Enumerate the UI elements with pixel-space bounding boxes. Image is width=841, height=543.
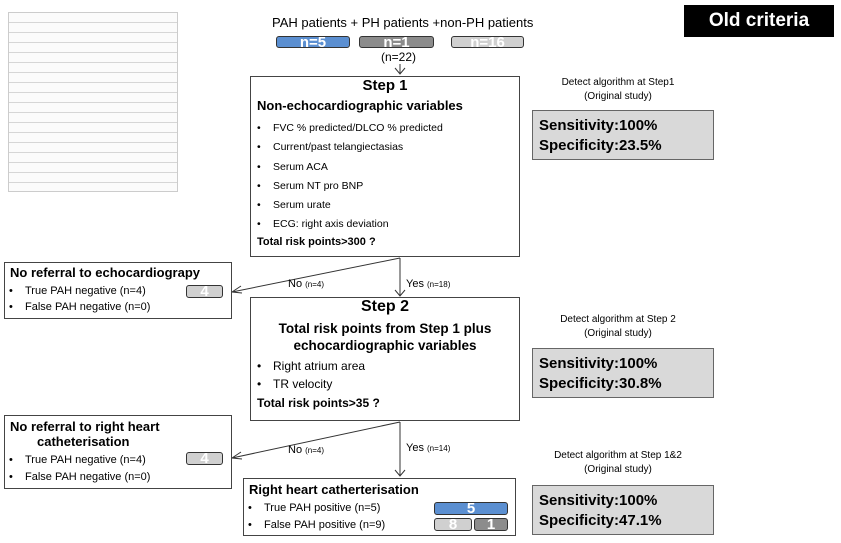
no-echo-box: No referral to echocardiograpy True PAH … <box>4 262 232 319</box>
arrow-step2-yes <box>394 422 406 477</box>
step2-title: Step 2 <box>360 298 409 315</box>
rhc-fp-count-bar-b: 1 <box>474 518 508 531</box>
list-item: Right atrium area <box>255 357 365 375</box>
list-item: False PAH positive (n=9) <box>246 517 385 534</box>
list-item: FVC % predicted/DLCO % predicted <box>255 119 443 139</box>
detect-step2-label: Detect algorithm at Step 2 (Original stu… <box>560 314 676 339</box>
header-title: PAH patients + PH patients +non-PH patie… <box>272 15 534 30</box>
no-rhc-title-1: No referral to right heart <box>10 419 160 434</box>
step2-threshold: Total risk points>35 ? <box>257 396 380 410</box>
list-item: Serum ACA <box>255 158 443 178</box>
arrow-step2-no <box>230 421 401 460</box>
detect-step12-label: Detect algorithm at Step 1&2 (Original s… <box>554 450 682 475</box>
list-item: Serum urate <box>255 196 443 216</box>
detect-step1-label: Detect algorithm at Step1 (Original stud… <box>561 77 675 102</box>
rhc-box: Right heart catherterisation True PAH po… <box>243 478 516 536</box>
total-count: (n=22) <box>381 50 417 64</box>
specificity-value: Specificity:30.8% <box>539 375 662 392</box>
ph-count-bar: n=1 <box>359 36 434 48</box>
list-item: Current/past telangiectasias <box>255 138 443 158</box>
no-rhc-box: No referral to right heart catheterisati… <box>4 415 232 489</box>
arrow-step1-no <box>230 257 401 294</box>
old-criteria-badge: Old criteria <box>684 5 834 37</box>
step1-no-label: No (n=4) <box>288 278 325 290</box>
no-rhc-count-bar: 4 <box>186 452 223 465</box>
list-item: Serum NT pro BNP <box>255 177 443 197</box>
rhc-tp-count-bar: 5 <box>434 502 508 515</box>
step1-box: Step 1 Non-echocardiographic variables F… <box>250 76 520 257</box>
arrow-step1-yes <box>394 258 406 297</box>
detect-step12-panel: Sensitivity:100% Specificity:47.1% <box>532 485 714 535</box>
list-item: False PAH negative (n=0) <box>7 299 150 315</box>
no-echo-title: No referral to echocardiograpy <box>10 265 200 280</box>
list-item: True PAH positive (n=5) <box>246 500 385 517</box>
step1-variable-list: FVC % predicted/DLCO % predicted Current… <box>255 119 443 235</box>
specificity-value: Specificity:47.1% <box>539 512 662 529</box>
sensitivity-value: Sensitivity:100% <box>539 117 658 134</box>
step2-yes-label: Yes (n=14) <box>406 442 451 454</box>
nonph-count-bar: n=16 <box>451 36 524 48</box>
step2-no-label: No (n=4) <box>288 444 325 456</box>
step2-subtitle-1: Total risk points from Step 1 plus <box>278 321 492 336</box>
step1-yes-label: Yes (n=18) <box>406 278 451 290</box>
rhc-title: Right heart catherterisation <box>249 482 419 497</box>
detect-step1-panel: Sensitivity:100% Specificity:23.5% <box>532 110 714 160</box>
step1-subtitle: Non-echocardiographic variables <box>257 98 463 113</box>
list-item: True PAH negative (n=4) <box>7 283 150 299</box>
list-item: True PAH negative (n=4) <box>7 452 150 469</box>
detect-step2-panel: Sensitivity:100% Specificity:30.8% <box>532 348 714 398</box>
sensitivity-value: Sensitivity:100% <box>539 492 658 509</box>
arrow-to-step1 <box>394 64 406 75</box>
list-item: False PAH negative (n=0) <box>7 469 150 486</box>
list-item: TR velocity <box>255 375 365 393</box>
sensitivity-value: Sensitivity:100% <box>539 355 658 372</box>
step2-variable-list: Right atrium area TR velocity <box>255 357 365 393</box>
no-echo-list: True PAH negative (n=4) False PAH negati… <box>7 283 150 315</box>
no-rhc-title-2: catheterisation <box>37 434 130 449</box>
list-item: ECG: right axis deviation <box>255 215 443 235</box>
step1-threshold: Total risk points>300 ? <box>257 236 376 248</box>
step1-title: Step 1 <box>362 77 408 94</box>
step2-box: Step 2 Total risk points from Step 1 plu… <box>250 297 520 421</box>
nomogram-thumbnail <box>8 12 178 192</box>
rhc-list: True PAH positive (n=5) False PAH positi… <box>246 500 385 534</box>
rhc-fp-count-bar-a: 8 <box>434 518 472 531</box>
pah-count-bar: n=5 <box>276 36 350 48</box>
specificity-value: Specificity:23.5% <box>539 137 662 154</box>
step2-subtitle-2: echocardiographic variables <box>293 338 477 353</box>
no-rhc-list: True PAH negative (n=4) False PAH negati… <box>7 452 150 486</box>
no-echo-count-bar: 4 <box>186 285 223 298</box>
